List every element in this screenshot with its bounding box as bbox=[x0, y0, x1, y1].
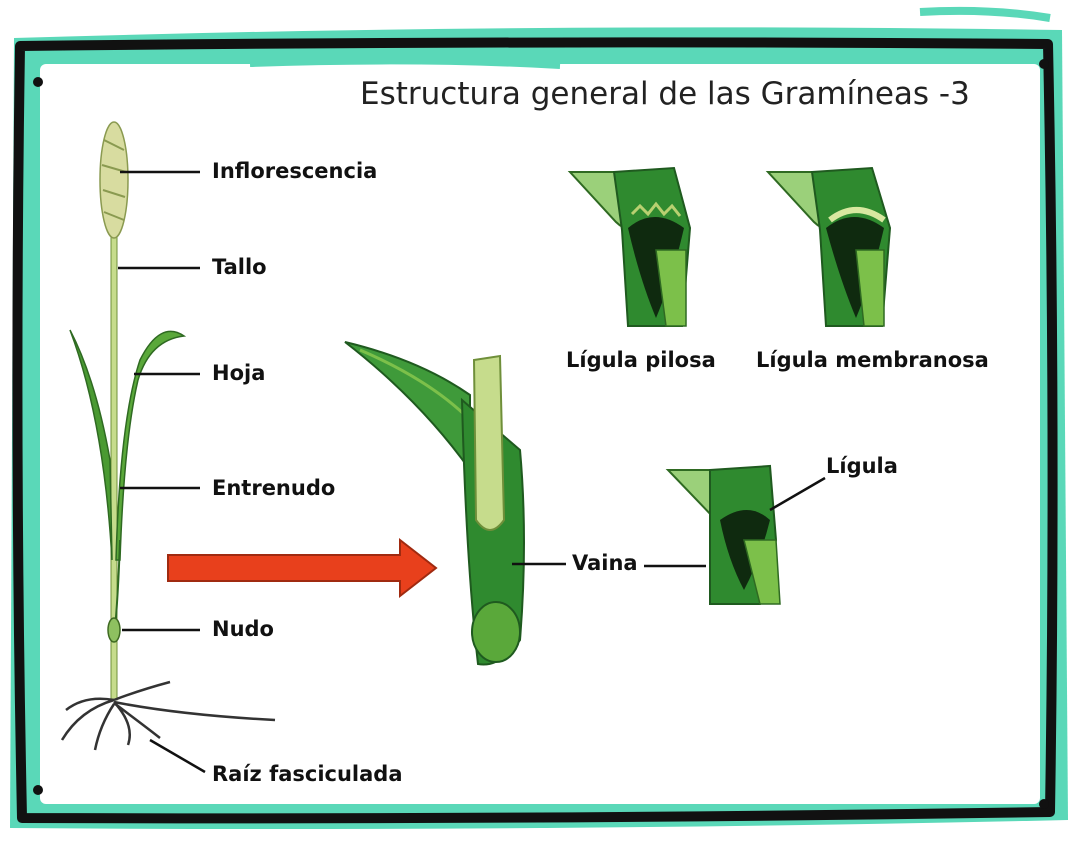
label-tallo: Tallo bbox=[212, 255, 267, 279]
diagram-title: Estructura general de las Gramíneas -3 bbox=[360, 76, 970, 112]
label-hoja: Hoja bbox=[212, 361, 265, 385]
inflorescence-drawing bbox=[100, 122, 128, 238]
label-raiz-fasciculada: Raíz fasciculada bbox=[212, 762, 403, 786]
label-vaina: Vaina bbox=[572, 551, 638, 575]
label-nudo: Nudo bbox=[212, 617, 274, 641]
label-inflorescencia: Inflorescencia bbox=[212, 159, 377, 183]
label-ligula: Lígula bbox=[826, 454, 898, 478]
decorative-frame bbox=[10, 11, 1068, 829]
label-ligula-membranosa: Lígula membranosa bbox=[756, 348, 989, 372]
label-entrenudo: Entrenudo bbox=[212, 476, 335, 500]
label-ligula-pilosa: Lígula pilosa bbox=[566, 348, 716, 372]
